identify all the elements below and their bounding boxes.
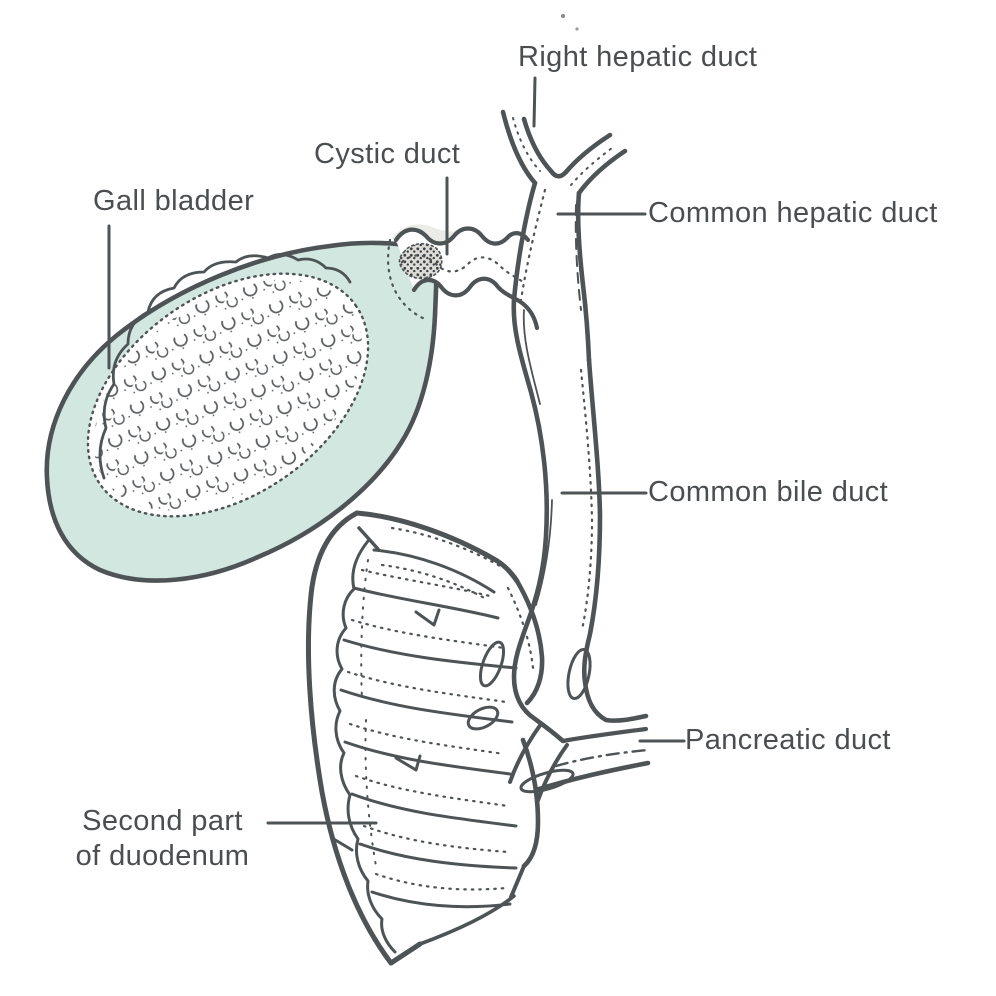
label-common-bile-duct: Common bile duct	[648, 476, 889, 508]
label-pancreatic-duct: Pancreatic duct	[685, 724, 891, 756]
duodenum-shape	[305, 510, 545, 966]
common-bile-duct-shape	[466, 297, 649, 805]
gall-bladder-shape	[44, 238, 440, 583]
print-speck	[561, 14, 565, 18]
label-right-hepatic-duct: Right hepatic duct	[518, 41, 758, 73]
label-second-part-of-duodenum: Second part of duodenum	[55, 804, 270, 874]
label-second-part-line1: Second part	[82, 805, 243, 837]
pancreatic-duct-shape	[533, 726, 651, 793]
right-hepatic-duct-shape	[500, 109, 554, 186]
print-speck	[575, 27, 579, 31]
gall-bladder-mucosa-texture	[86, 253, 370, 518]
label-second-part-line2: of duodenum	[75, 840, 250, 872]
leader-right-hepatic-duct	[532, 76, 537, 128]
label-gall-bladder: Gall bladder	[93, 185, 255, 217]
label-common-hepatic-duct: Common hepatic duct	[648, 197, 938, 229]
left-hepatic-duct-shape	[548, 132, 628, 196]
label-cystic-duct: Cystic duct	[314, 138, 461, 170]
